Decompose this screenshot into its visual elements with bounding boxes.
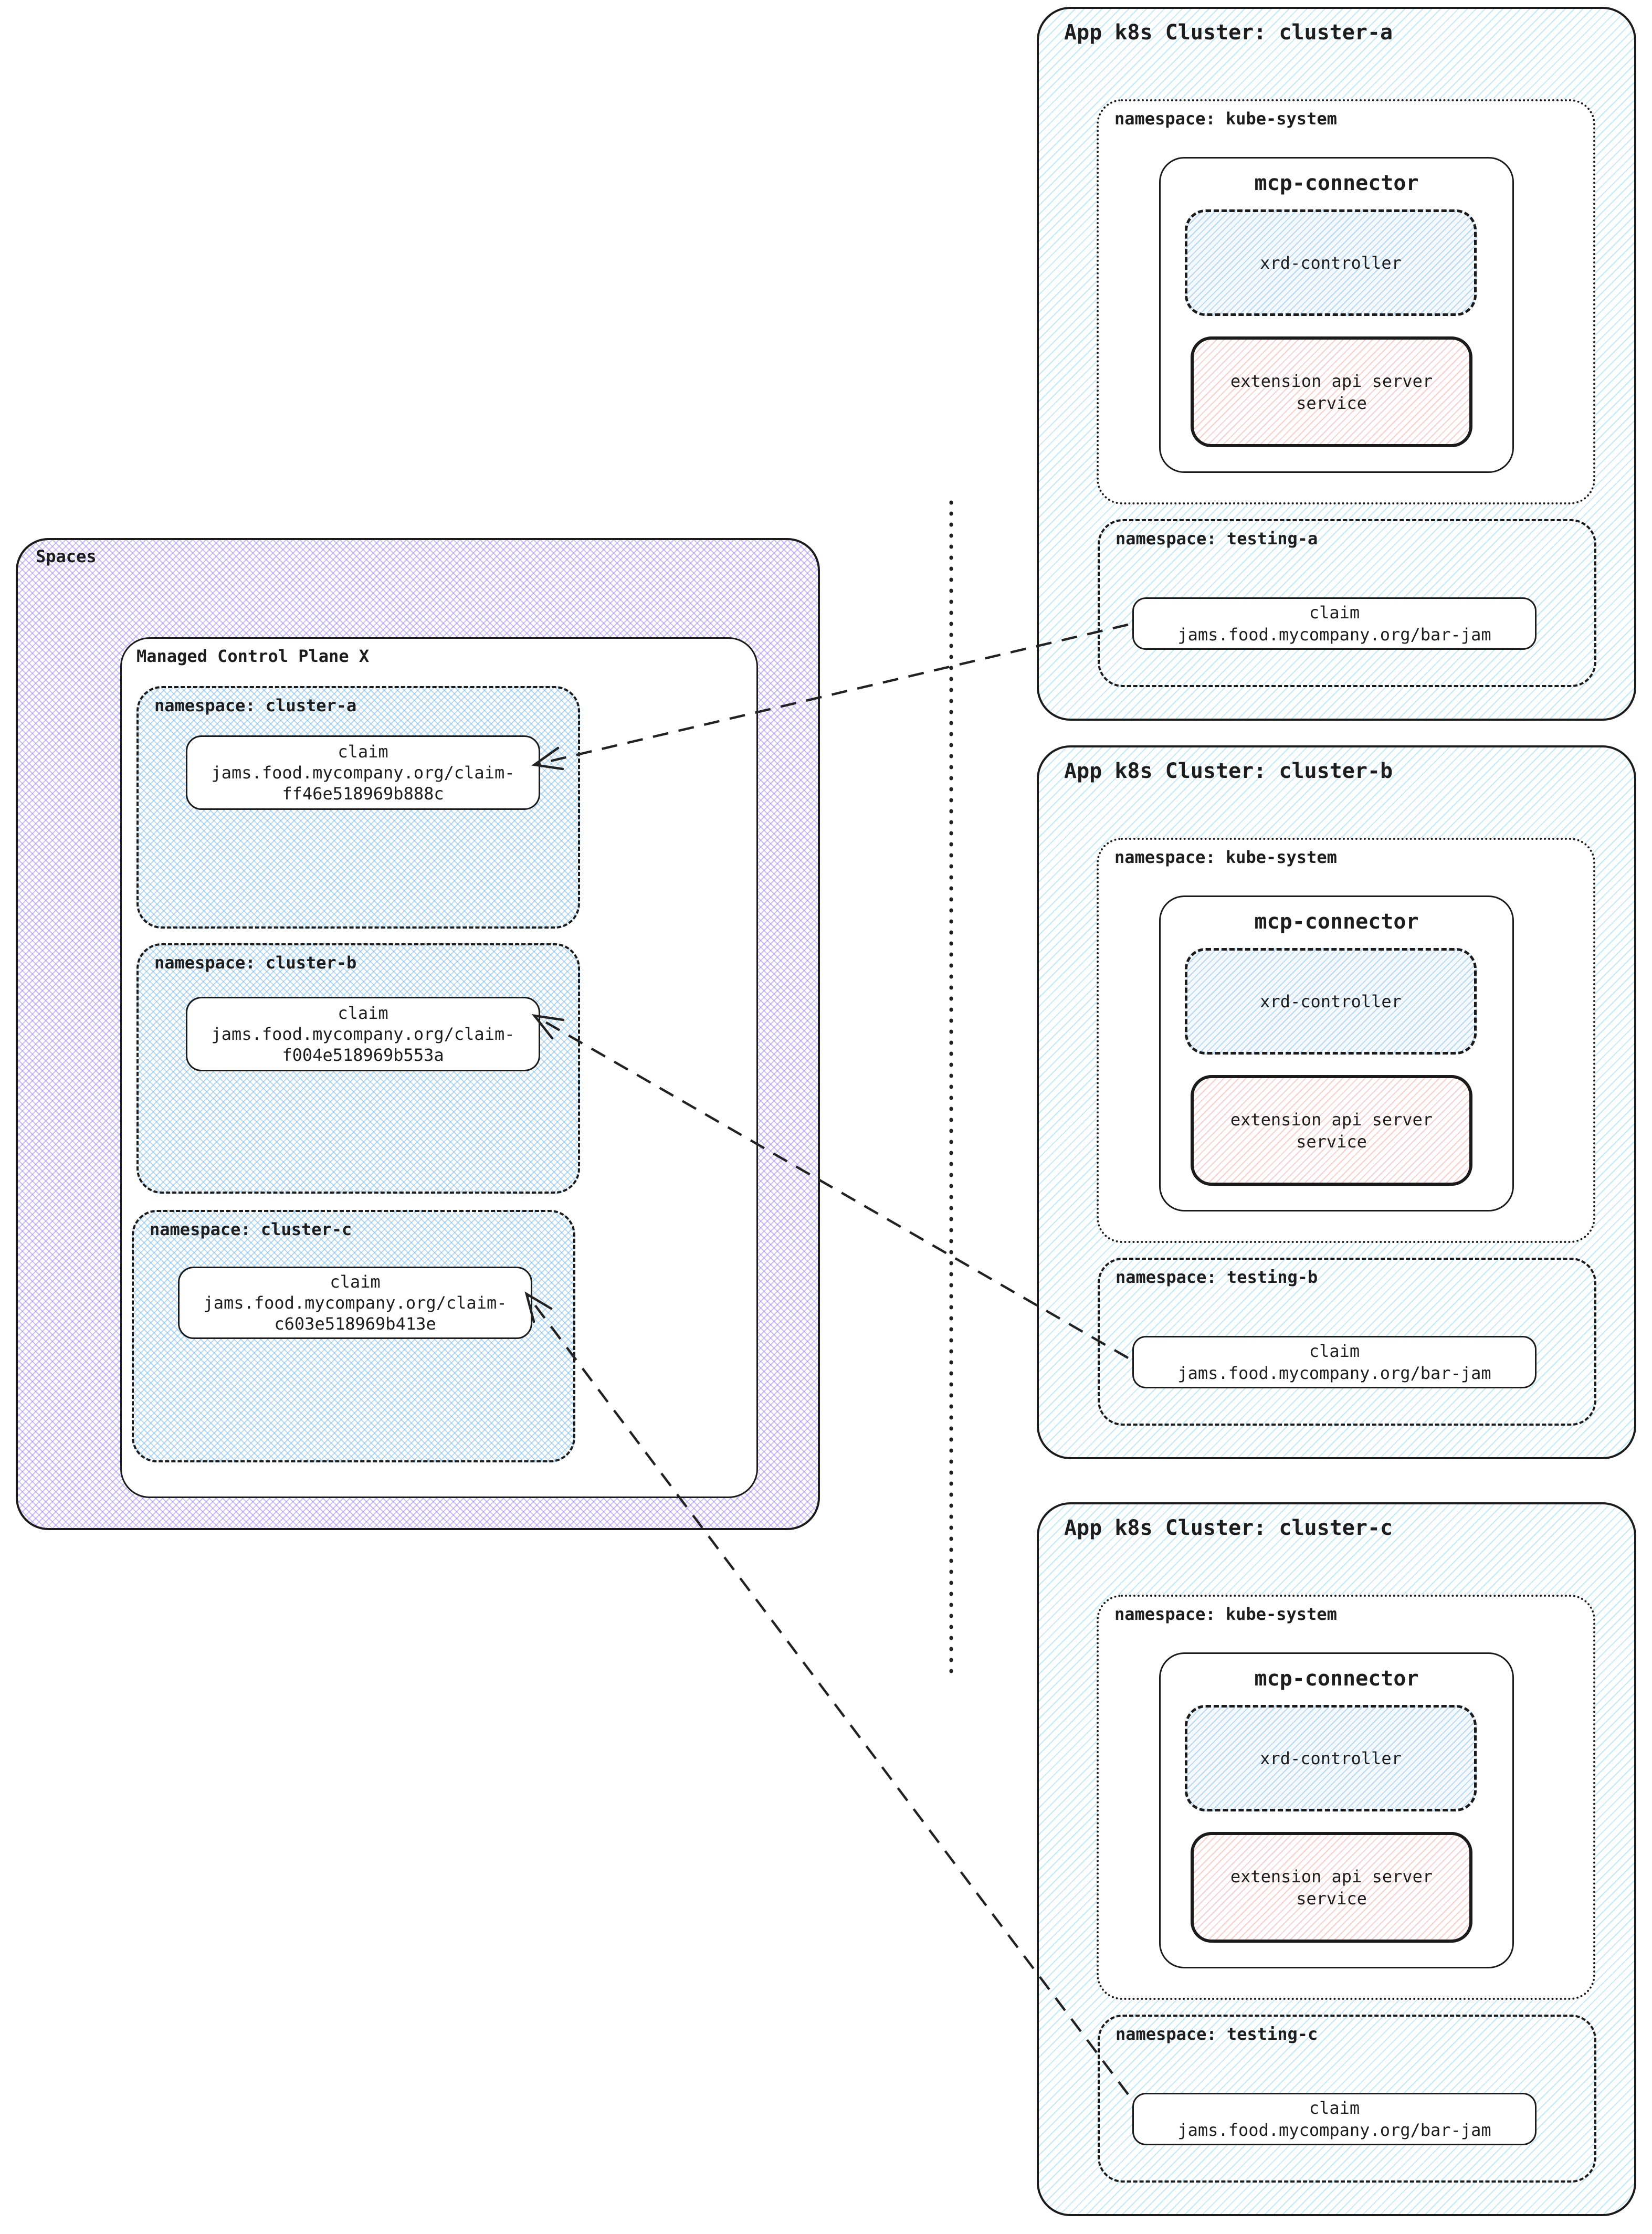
- claim-box-cluster-a: claim jams.food.mycompany.org/claim- ff4…: [186, 735, 540, 810]
- kube-system-label: namespace: kube-system: [1114, 109, 1337, 129]
- testing-c-label: namespace: testing-c: [1116, 2024, 1318, 2044]
- claim-title: claim: [1309, 1341, 1360, 1361]
- claim-title: claim: [1309, 603, 1360, 623]
- cluster-b-xrd-controller-box: xrd-controller: [1185, 948, 1477, 1055]
- cluster-c-box: App k8s Cluster: cluster-c namespace: ku…: [1037, 1502, 1636, 2216]
- extension-api-line2: service: [1296, 1131, 1367, 1152]
- namespace-cluster-a-box: namespace: cluster-a claim jams.food.myc…: [136, 686, 580, 929]
- namespace-cluster-c-label: namespace: cluster-c: [150, 1219, 352, 1239]
- cluster-a-testing-namespace-box: namespace: testing-a claim jams.food.myc…: [1098, 519, 1596, 687]
- cluster-b-box: App k8s Cluster: cluster-b namespace: ku…: [1037, 745, 1636, 1459]
- mcp-connector-title: mcp-connector: [1254, 910, 1419, 934]
- cluster-b-testing-namespace-box: namespace: testing-b claim jams.food.myc…: [1098, 1258, 1596, 1426]
- cluster-a-kube-system-box: namespace: kube-system mcp-connector xrd…: [1097, 99, 1595, 504]
- claim-box-cluster-b: claim jams.food.mycompany.org/claim- f00…: [186, 997, 540, 1071]
- xrd-controller-label: xrd-controller: [1260, 991, 1402, 1011]
- namespace-cluster-c-box: namespace: cluster-c claim jams.food.myc…: [132, 1210, 575, 1462]
- claim-name: jams.food.mycompany.org/bar-jam: [1177, 1363, 1491, 1383]
- cluster-c-mcp-connector-box: mcp-connector xrd-controller extension a…: [1159, 1652, 1514, 1968]
- extension-api-line2: service: [1296, 1888, 1367, 1909]
- extension-api-line1: extension api server: [1230, 371, 1433, 391]
- kube-system-label: namespace: kube-system: [1114, 1604, 1337, 1624]
- cluster-a-title: App k8s Cluster: cluster-a: [1064, 20, 1393, 45]
- cluster-c-title: App k8s Cluster: cluster-c: [1064, 1516, 1393, 1540]
- cluster-c-kube-system-box: namespace: kube-system mcp-connector xrd…: [1097, 1595, 1595, 2000]
- namespace-cluster-a-label: namespace: cluster-a: [154, 696, 357, 715]
- claim-name: jams.food.mycompany.org/bar-jam: [1177, 2120, 1491, 2140]
- managed-control-plane-title: Managed Control Plane X: [136, 646, 370, 666]
- cluster-b-claim-box: claim jams.food.mycompany.org/bar-jam: [1132, 1336, 1537, 1388]
- cluster-a-box: App k8s Cluster: cluster-a namespace: ku…: [1037, 7, 1636, 721]
- cluster-c-testing-namespace-box: namespace: testing-c claim jams.food.myc…: [1098, 2015, 1596, 2183]
- namespace-cluster-b-box: namespace: cluster-b claim jams.food.myc…: [136, 943, 580, 1194]
- cluster-b-mcp-connector-box: mcp-connector xrd-controller extension a…: [1159, 895, 1514, 1211]
- cluster-a-mcp-connector-box: mcp-connector xrd-controller extension a…: [1159, 157, 1514, 473]
- claim-name-line1: jams.food.mycompany.org/claim-: [211, 1024, 515, 1044]
- claim-title: claim: [330, 1272, 381, 1292]
- cluster-c-xrd-controller-box: xrd-controller: [1185, 1705, 1477, 1811]
- extension-api-line2: service: [1296, 393, 1367, 413]
- cluster-b-extension-api-server-box: extension api server service: [1191, 1075, 1472, 1186]
- mcp-connector-title: mcp-connector: [1254, 1667, 1419, 1691]
- claim-name-line1: jams.food.mycompany.org/claim-: [211, 763, 515, 783]
- xrd-controller-label: xrd-controller: [1260, 1748, 1402, 1768]
- claim-name-line2: c603e518969b413e: [274, 1314, 436, 1334]
- cluster-c-claim-box: claim jams.food.mycompany.org/bar-jam: [1132, 2093, 1537, 2145]
- mcp-connector-title: mcp-connector: [1254, 171, 1419, 195]
- claim-title: claim: [1309, 2098, 1360, 2118]
- claim-name-line2: ff46e518969b888c: [282, 784, 444, 804]
- kube-system-label: namespace: kube-system: [1114, 847, 1337, 867]
- cluster-a-claim-box: claim jams.food.mycompany.org/bar-jam: [1132, 597, 1537, 650]
- claim-name: jams.food.mycompany.org/bar-jam: [1177, 625, 1491, 645]
- cluster-b-kube-system-box: namespace: kube-system mcp-connector xrd…: [1097, 838, 1595, 1243]
- claim-box-cluster-c: claim jams.food.mycompany.org/claim- c60…: [178, 1267, 532, 1339]
- spaces-title: Spaces: [36, 546, 97, 566]
- testing-b-label: namespace: testing-b: [1116, 1267, 1318, 1287]
- testing-a-label: namespace: testing-a: [1116, 529, 1318, 549]
- namespace-cluster-b-label: namespace: cluster-b: [154, 953, 357, 973]
- managed-control-plane-box: Managed Control Plane X namespace: clust…: [120, 637, 758, 1498]
- claim-name-line1: jams.food.mycompany.org/claim-: [203, 1293, 507, 1313]
- claim-name-line2: f004e518969b553a: [282, 1045, 444, 1065]
- cluster-b-title: App k8s Cluster: cluster-b: [1064, 759, 1393, 783]
- spaces-box: Spaces Managed Control Plane X namespace…: [16, 538, 820, 1530]
- cluster-a-extension-api-server-box: extension api server service: [1191, 336, 1472, 447]
- claim-title: claim: [338, 1003, 388, 1023]
- cluster-a-xrd-controller-box: xrd-controller: [1185, 209, 1477, 316]
- extension-api-line1: extension api server: [1230, 1866, 1433, 1887]
- claim-title: claim: [338, 742, 388, 762]
- cluster-c-extension-api-server-box: extension api server service: [1191, 1832, 1472, 1943]
- xrd-controller-label: xrd-controller: [1260, 252, 1402, 273]
- extension-api-line1: extension api server: [1230, 1109, 1433, 1130]
